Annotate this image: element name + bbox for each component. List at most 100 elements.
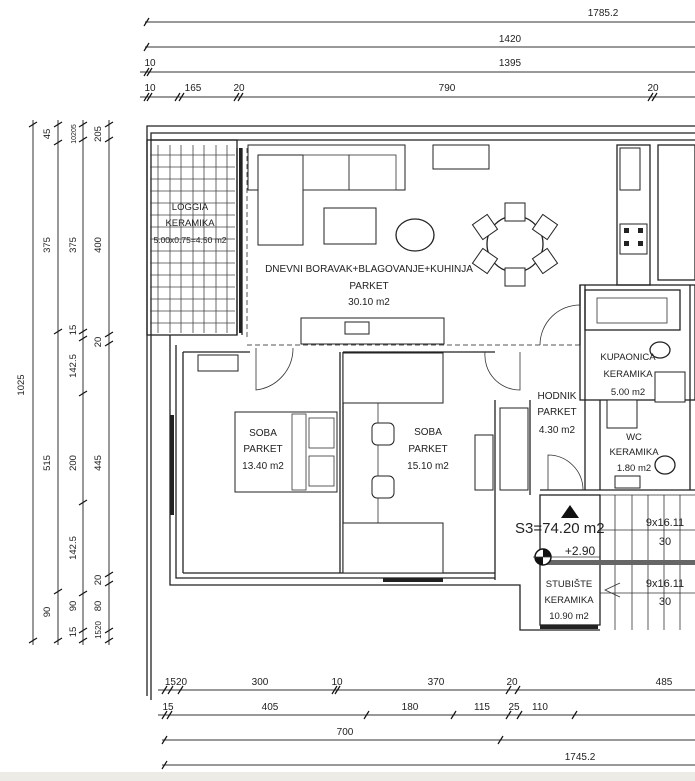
room-area: 5.00 m2: [611, 387, 645, 398]
dim-total-outer: 1785.2: [588, 8, 619, 19]
sink-icon: [619, 147, 641, 191]
dim-left: 375: [42, 237, 53, 253]
dim-overall: 1025: [16, 374, 27, 395]
dim-left: 142.5: [68, 354, 79, 378]
dim-left: 515: [42, 455, 53, 471]
walls: [146, 125, 695, 700]
dim-seg: 165: [185, 83, 202, 94]
bottom-strip: [0, 772, 695, 781]
dim-inner: 1395: [499, 58, 522, 69]
room-name: STUBIŠTE: [546, 579, 592, 590]
elevation-label: +2.90: [565, 544, 596, 558]
dim-bottom: 110: [532, 702, 548, 713]
room-floor: KERAMIKA: [165, 218, 215, 229]
dim-left: 10205: [71, 124, 78, 144]
coffee-table-icon: [323, 207, 377, 245]
dim-seg: 20: [233, 83, 245, 94]
dim-left: 90: [42, 607, 53, 618]
dim-left: 1520: [94, 621, 103, 639]
armchair-icon: [395, 218, 435, 252]
dim-left: 15: [68, 627, 79, 638]
room-wc: WC KERAMIKA 1.80 m2: [609, 432, 659, 474]
loggia-tile-grid: [150, 145, 235, 333]
dining-table-icon: [471, 202, 559, 287]
room-loggia: LOGGIA KERAMIKA 5.00x0.75=4.50 m2: [153, 202, 226, 245]
dim-left: 15: [68, 325, 79, 336]
dim-bottom: 15: [162, 702, 174, 713]
room-floor: KERAMIKA: [609, 447, 659, 458]
dim-bottom: 115: [474, 702, 490, 713]
dim-left: 200: [68, 455, 79, 471]
tv-unit-icon: [300, 317, 445, 345]
room-name: SOBA: [249, 428, 277, 439]
single-bed-icon: [342, 352, 444, 404]
dim-seg: 10: [144, 83, 156, 94]
dim-bottom: 1520: [165, 677, 188, 688]
stair-steps: 9x16.11: [646, 517, 684, 529]
room-living: DNEVNI BORAVAK+BLAGOVANJE+KUHINJA PARKET…: [265, 264, 473, 308]
room-name: KUPAONICA: [600, 352, 656, 363]
radiator-icon: [197, 354, 239, 372]
room-area: 1.80 m2: [617, 463, 651, 474]
door-swing-icon: [539, 304, 581, 346]
stove-icon: [619, 223, 648, 255]
dim-seg: 20: [647, 83, 659, 94]
room-area: 10.90 m2: [549, 611, 589, 622]
dim-left: 205: [93, 126, 104, 142]
room-floor: PARKET: [408, 444, 447, 455]
room-name: WC: [626, 432, 642, 443]
furniture: [197, 144, 686, 574]
room-area: 15.10 m2: [407, 461, 449, 472]
dim-bottom: 180: [402, 702, 419, 713]
stair-tread: 30: [659, 536, 671, 548]
room-floor: KERAMIKA: [603, 369, 653, 380]
dim-left: 20: [93, 575, 104, 586]
room-name: LOGGIA: [172, 202, 209, 213]
wardrobe-icon: [499, 407, 529, 491]
dim-bottom: 405: [262, 702, 279, 713]
dim-left: 20: [93, 337, 104, 348]
room-name: DNEVNI BORAVAK+BLAGOVANJE+KUHINJA: [265, 264, 473, 275]
room-area: 13.40 m2: [242, 461, 284, 472]
dim-bottom: 20: [506, 677, 518, 688]
room-stairwell: STUBIŠTE KERAMIKA 10.90 m2: [544, 579, 594, 622]
room-hallway: HODNIK PARKET 4.30 m2: [537, 391, 576, 436]
dim-left: 400: [93, 237, 104, 253]
bottom-dimensions: 1520 300 10 370 20 485 15 405 180 115 25…: [158, 677, 695, 770]
room-area: 4.30 m2: [539, 425, 576, 436]
single-bed-icon: [342, 522, 444, 574]
room-area: 30.10 m2: [348, 297, 390, 308]
elevation-marker-icon: [533, 548, 600, 566]
room-floor: KERAMIKA: [544, 595, 594, 606]
desk-chair-icon: [371, 475, 395, 499]
toilet-icon: [649, 341, 671, 359]
room-floor: PARKET: [349, 281, 388, 292]
washbasin-icon: [654, 371, 686, 403]
radiator-icon: [474, 434, 494, 491]
dim-bottom: 1745.2: [565, 752, 596, 763]
dim-bottom: 485: [656, 677, 673, 688]
room-name: HODNIK: [538, 391, 577, 402]
dim-bottom: 370: [428, 677, 445, 688]
dim-left: 90: [68, 601, 79, 612]
dim-row3-start: 10: [144, 58, 156, 69]
total-area: S3=74.20 m2: [515, 520, 605, 537]
room-bedroom-1: SOBA PARKET 13.40 m2: [242, 428, 284, 472]
double-bed-icon: [234, 411, 338, 493]
room-floor: PARKET: [537, 407, 576, 418]
door-swing-icon: [484, 351, 521, 391]
door-swing-icon: [547, 454, 584, 491]
dim-total: 1420: [499, 34, 522, 45]
room-area: 5.00x0.75=4.50 m2: [153, 235, 226, 245]
dim-seg: 790: [439, 83, 456, 94]
top-dimensions: 1785.2 1420 10 1395 10 165 20 790 20: [140, 8, 695, 102]
entrance-arrow-icon: [561, 505, 579, 518]
dim-left: 45: [42, 129, 53, 140]
room-floor: PARKET: [243, 444, 282, 455]
dim-left: 445: [93, 455, 104, 471]
room-labels: LOGGIA KERAMIKA 5.00x0.75=4.50 m2 DNEVNI…: [153, 202, 684, 622]
dim-bottom: 300: [252, 677, 269, 688]
dim-left: 80: [93, 601, 104, 612]
shower-tray-icon: [606, 399, 638, 429]
